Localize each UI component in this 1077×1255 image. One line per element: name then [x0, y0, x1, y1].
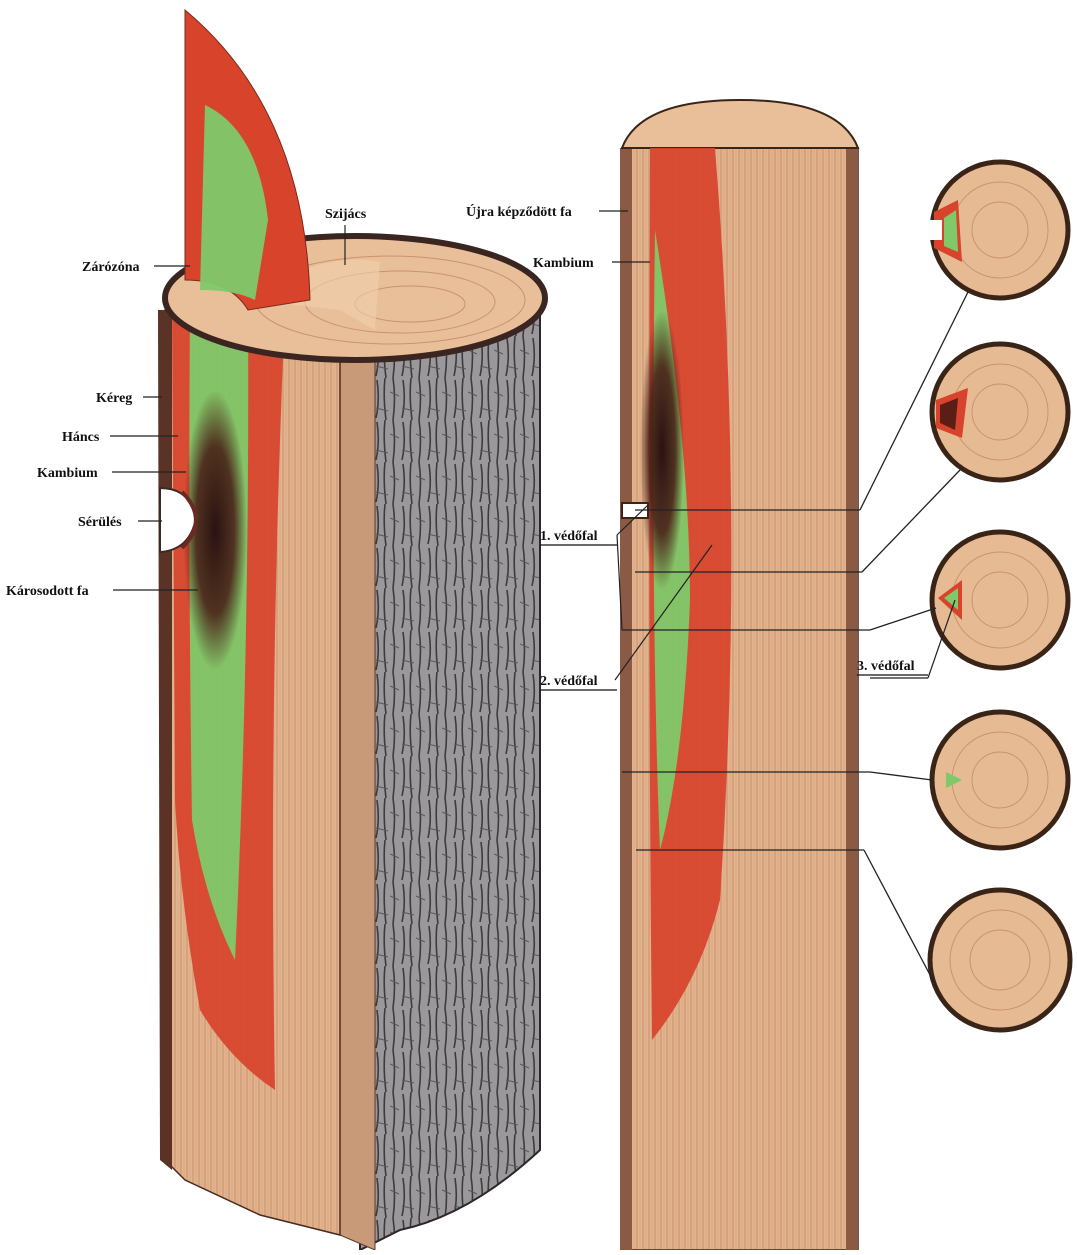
- cross-section-4: [932, 712, 1068, 848]
- label-vedofal-3: 3. védőfal: [857, 659, 915, 674]
- label-kambium-left: Kambium: [37, 466, 98, 481]
- label-hancs: Háncs: [62, 430, 100, 445]
- label-kereg: Kéreg: [96, 391, 132, 406]
- left-trunk-bark-edge: [158, 310, 172, 1170]
- label-karosodott-fa: Károsodott fa: [6, 584, 89, 599]
- label-ujra-kepzodott-fa: Újra képződött fa: [466, 203, 572, 220]
- right-damaged-wood-stain: [640, 310, 684, 590]
- label-szijacs: Szijács: [325, 207, 367, 222]
- label-kambium-right: Kambium: [533, 256, 594, 271]
- left-trunk-wedge-face: [340, 315, 375, 1250]
- left-trunk-bark: [360, 295, 540, 1250]
- label-zarozona: Zárózóna: [82, 260, 140, 275]
- cross-section-3: [932, 532, 1068, 668]
- label-vedofal-1: 1. védőfal: [540, 529, 598, 544]
- label-serules: Sérülés: [78, 515, 122, 530]
- left-trunk-illustration: [158, 10, 545, 1250]
- cross-section-5: [930, 890, 1070, 1030]
- cross-section-1: [928, 162, 1068, 298]
- label-vedofal-2: 2. védőfal: [540, 674, 598, 689]
- right-trunk-top-section: [622, 100, 858, 148]
- right-trunk-illustration: [620, 100, 858, 1250]
- cross-section-2: [932, 344, 1068, 480]
